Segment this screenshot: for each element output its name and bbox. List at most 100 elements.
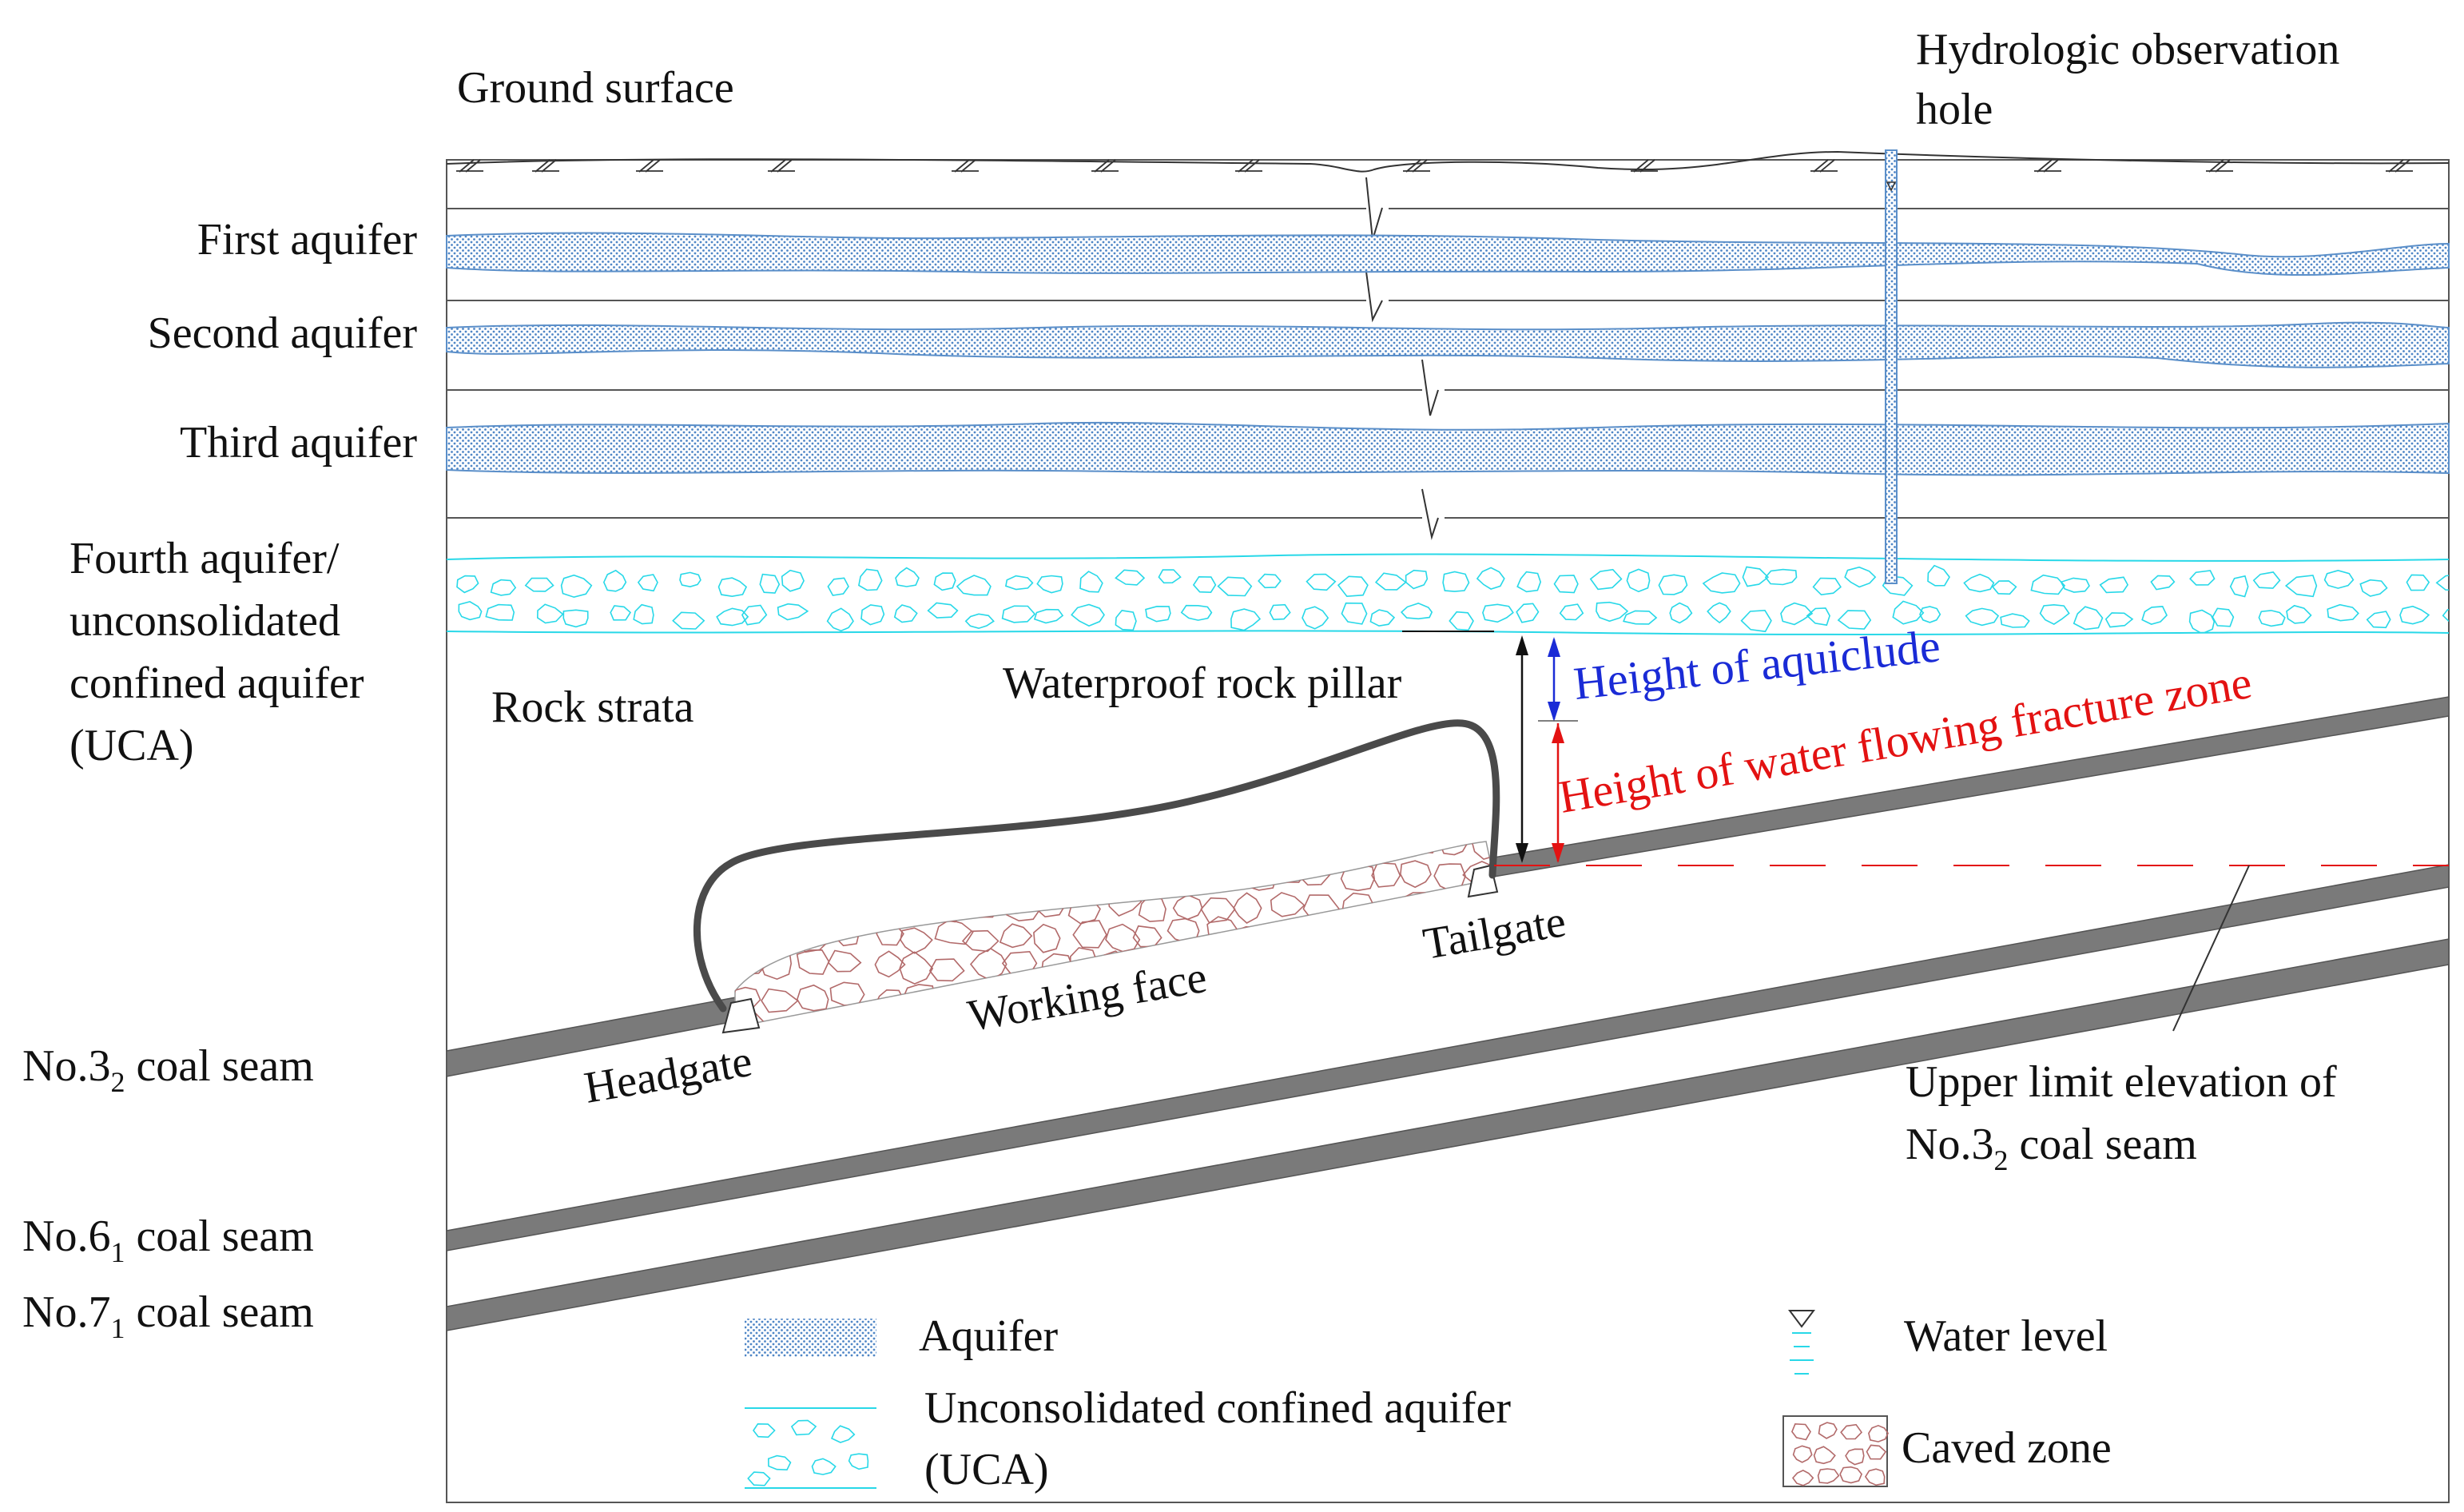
caved-block bbox=[1471, 842, 1494, 860]
caved-block bbox=[1306, 988, 1332, 1013]
uca-pebble bbox=[1341, 602, 1368, 625]
uca-pebble bbox=[1596, 601, 1629, 623]
caved-block bbox=[1137, 842, 1167, 853]
caved-block bbox=[1369, 923, 1403, 952]
caved-block bbox=[1134, 863, 1170, 891]
caved-block bbox=[1298, 920, 1330, 945]
legend-water-level-label: Water level bbox=[1904, 1311, 2108, 1361]
uca-pebble bbox=[790, 1419, 817, 1436]
caved-block bbox=[1338, 1013, 1365, 1027]
uca-pebble bbox=[1806, 607, 1830, 627]
uca-pebble bbox=[1812, 577, 1842, 596]
uca-pebble bbox=[672, 611, 705, 630]
uca-pebble bbox=[1882, 575, 1914, 596]
legend-uca-swatch bbox=[745, 1407, 876, 1489]
caved-block bbox=[1172, 893, 1203, 921]
uca-pebble bbox=[560, 574, 593, 599]
water-level-icon bbox=[1788, 1310, 1815, 1375]
caved-block bbox=[1845, 1448, 1865, 1466]
caved-block bbox=[806, 861, 841, 887]
ground-hatch-mark bbox=[1631, 159, 1658, 173]
uca-pebble bbox=[1442, 571, 1470, 592]
uca-pebble bbox=[2073, 606, 2104, 631]
legend-uca-label-line2: (UCA) bbox=[924, 1445, 1049, 1494]
uca-pebble bbox=[610, 605, 632, 621]
uca-pebble bbox=[1269, 603, 1291, 621]
caved-block bbox=[1402, 842, 1438, 853]
ground-hatch-mark bbox=[952, 159, 979, 173]
uca-pebble bbox=[1374, 572, 1407, 591]
legend-aquifer-swatch bbox=[745, 1319, 876, 1357]
uca-pebble bbox=[933, 572, 956, 591]
caved-block bbox=[1378, 948, 1408, 976]
caved-block bbox=[767, 925, 798, 955]
caved-block bbox=[1839, 1466, 1863, 1484]
ground-surface-label: Ground surface bbox=[457, 63, 734, 113]
caved-block bbox=[1234, 925, 1265, 949]
caved-block bbox=[1371, 861, 1401, 888]
uca-pebble bbox=[524, 577, 554, 592]
uca-pebble bbox=[848, 1453, 869, 1470]
caved-block bbox=[1328, 985, 1362, 1015]
fourth-aquifer-label-line4: (UCA) bbox=[70, 721, 194, 770]
uca-pebble bbox=[1405, 569, 1429, 590]
first-aquifer-band bbox=[446, 232, 2450, 277]
caved-block bbox=[766, 897, 799, 921]
caved-block bbox=[1467, 1018, 1494, 1027]
uca-pebble bbox=[1036, 575, 1063, 594]
waterproof-pillar-arrow bbox=[1516, 635, 1528, 863]
uca-pebble bbox=[679, 571, 701, 588]
caved-block bbox=[1305, 1009, 1336, 1027]
ground-hatch-mark bbox=[768, 159, 795, 173]
ground-surface-line bbox=[446, 150, 2450, 173]
uca-pebble bbox=[717, 577, 748, 598]
uca-pebble bbox=[1158, 569, 1182, 584]
uca-pebble bbox=[1626, 568, 1651, 593]
caved-block bbox=[1239, 1016, 1274, 1027]
caved-block bbox=[807, 1018, 841, 1027]
upper-limit-label-line1: Upper limit elevation of bbox=[1906, 1057, 2337, 1107]
observation-hole-label-line1: Hydrologic observation bbox=[1916, 25, 2339, 74]
caved-block bbox=[965, 890, 1001, 918]
fracture-zone-envelope bbox=[693, 719, 1500, 1013]
caved-block bbox=[1200, 897, 1236, 924]
fracture-height-arrow bbox=[1552, 723, 1564, 863]
caved-block bbox=[1792, 1445, 1813, 1463]
uca-pebble bbox=[1337, 575, 1369, 598]
upper-limit-leader-line bbox=[2172, 865, 2250, 1032]
legend-uca-label-line1: Unconsolidated confined aquifer bbox=[924, 1383, 1511, 1433]
first-aquifer-label: First aquifer bbox=[197, 215, 418, 265]
uca-pebble bbox=[1927, 564, 1950, 587]
uca-pebble bbox=[1991, 580, 2017, 595]
observation-hole-label-line2: hole bbox=[1916, 85, 1993, 134]
uca-pebble bbox=[927, 602, 959, 619]
caved-block bbox=[1170, 865, 1202, 892]
uca-pebble bbox=[895, 567, 920, 587]
ground-hatch-mark bbox=[1091, 159, 1119, 173]
upper-limit-label-line2: No.32 coal seam bbox=[1906, 1120, 2197, 1176]
legend: Aquifer Unconsolidated confined aquifer … bbox=[745, 1310, 2112, 1494]
third-aquifer-label: Third aquifer bbox=[180, 418, 417, 468]
uca-pebble bbox=[2252, 571, 2281, 589]
uca-pebble bbox=[2141, 606, 2168, 625]
uca-pebble bbox=[830, 1425, 856, 1443]
uca-pebble bbox=[753, 1422, 776, 1438]
caved-block bbox=[1195, 1010, 1234, 1027]
observation-hole bbox=[1885, 149, 1898, 584]
ground-hatch-mark bbox=[456, 159, 483, 173]
uca-pebble bbox=[1449, 611, 1474, 631]
stratum-boundaries bbox=[447, 208, 2449, 519]
fourth-aquifer-label-line1: Fourth aquifer/ bbox=[70, 534, 340, 583]
caved-block bbox=[1370, 842, 1403, 855]
uca-pebble bbox=[2060, 577, 2090, 593]
caved-block bbox=[908, 1016, 934, 1027]
uca-pebble bbox=[1071, 603, 1105, 627]
uca-pebble bbox=[1623, 610, 1658, 625]
caved-block bbox=[1791, 1470, 1814, 1486]
uca-pebble bbox=[1258, 573, 1282, 589]
caved-block bbox=[1306, 842, 1333, 859]
caved-block bbox=[827, 949, 862, 973]
third-aquifer-band bbox=[446, 421, 2450, 476]
uca-pebble bbox=[1001, 605, 1036, 623]
